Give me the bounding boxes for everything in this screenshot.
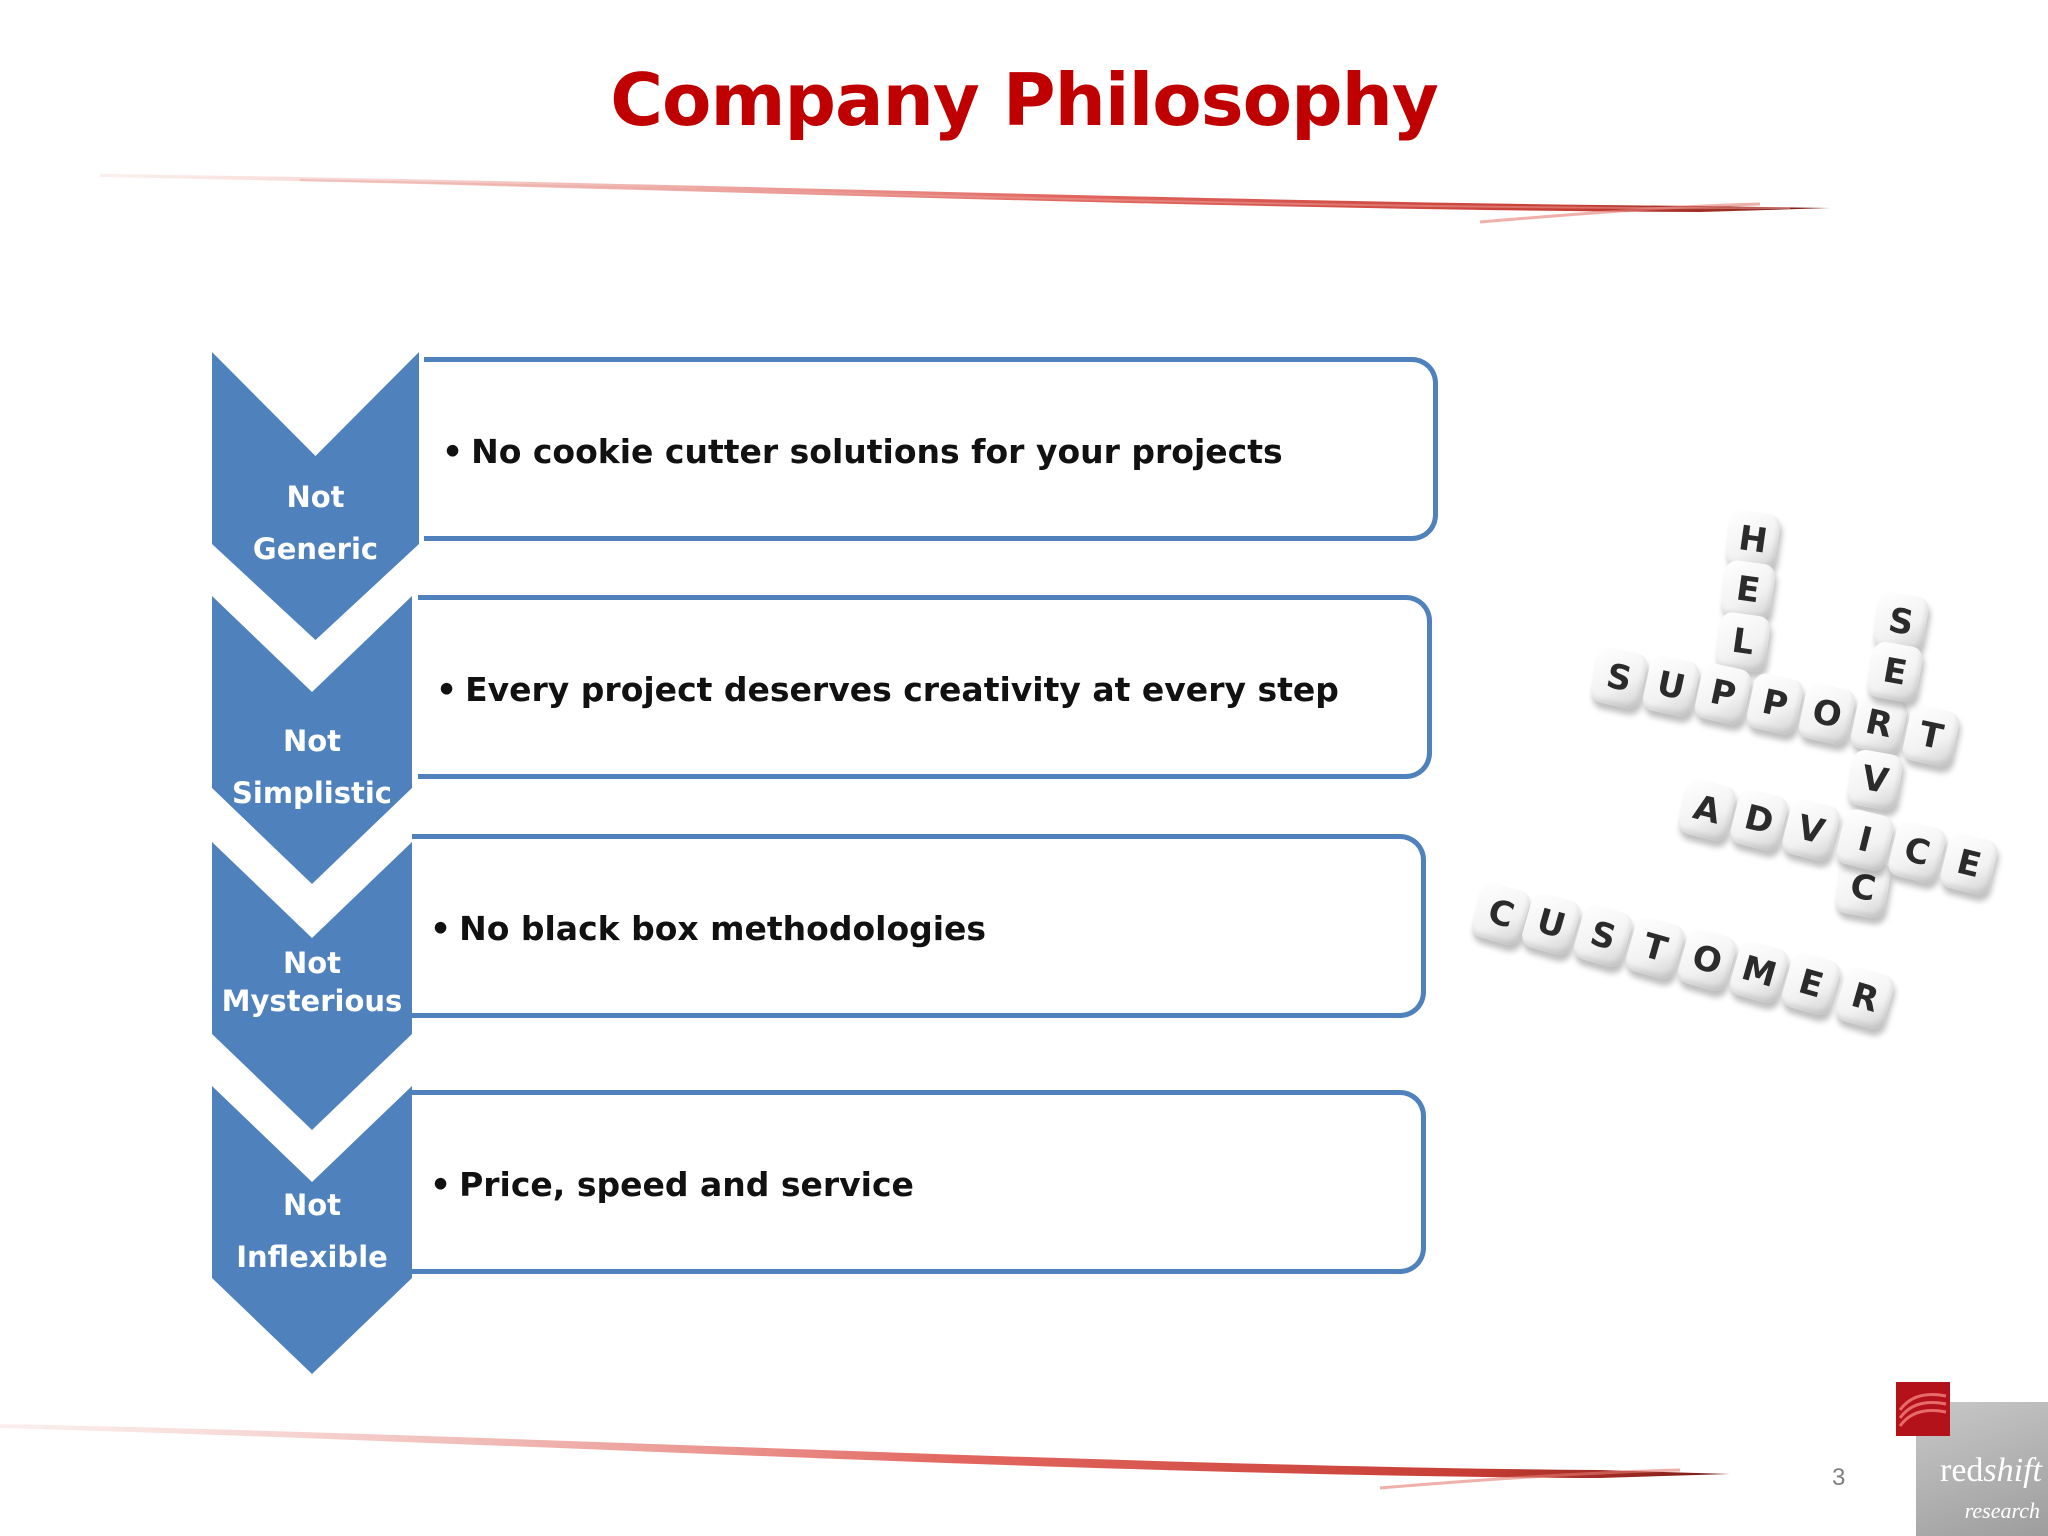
chevron-label-line2: Mysterious bbox=[221, 984, 403, 1018]
customer-service-dice-image: H E L S U P P O R T S E V C A D V I C E … bbox=[1430, 490, 2030, 1110]
chevron-not-generic: Not Generic bbox=[212, 352, 419, 640]
dice-letter: V bbox=[1845, 748, 1905, 812]
chevron-label-line1: Not bbox=[286, 480, 345, 514]
list-item-text: •Every project deserves creativity at ev… bbox=[436, 670, 1339, 709]
page-number: 3 bbox=[1832, 1464, 1846, 1491]
chevron-label-line2: Simplistic bbox=[232, 776, 392, 810]
dice-letter: A bbox=[1675, 776, 1739, 844]
dice-letter: L bbox=[1714, 610, 1772, 674]
dice-letter: U bbox=[1640, 653, 1702, 719]
dice-letter: S bbox=[1588, 645, 1650, 711]
logo-wave-icon bbox=[1898, 1393, 1947, 1427]
list-item-panel: •No cookie cutter solutions for your pro… bbox=[424, 357, 1438, 541]
logo-red-square bbox=[1896, 1382, 1950, 1436]
list-item-panel: •No black box methodologies bbox=[412, 834, 1426, 1018]
logo-subtext: research bbox=[1964, 1498, 2040, 1523]
list-item-text: •No cookie cutter solutions for your pro… bbox=[442, 432, 1283, 471]
dice-letter: E bbox=[1865, 640, 1925, 704]
chevron-not-simplistic: Not Simplistic bbox=[212, 596, 412, 884]
chevron-label-line1: Not bbox=[282, 946, 342, 980]
dice-letter: I bbox=[1833, 806, 1897, 874]
top-swoosh-decoration bbox=[100, 174, 1830, 224]
redshift-research-logo: redshift research bbox=[1896, 1382, 2048, 1536]
list-item-panel: •Price, speed and service bbox=[412, 1090, 1426, 1274]
dice-letter: P bbox=[1744, 671, 1806, 737]
list-item-text: •No black box methodologies bbox=[430, 909, 987, 948]
dice-letter: V bbox=[1779, 796, 1843, 864]
dice-letter: D bbox=[1727, 786, 1791, 854]
bottom-swoosh-decoration bbox=[0, 1424, 1730, 1490]
list-item-text: •Price, speed and service bbox=[430, 1165, 914, 1204]
dice-letter: T bbox=[1900, 703, 1962, 769]
chevron-not-mysterious: Not Mysterious bbox=[212, 842, 412, 1130]
dice-letter: E bbox=[1779, 950, 1843, 1018]
logo-text: redshift bbox=[1940, 1452, 2042, 1489]
dice-letter: P bbox=[1692, 661, 1754, 727]
dice-letter: E bbox=[1937, 830, 2001, 898]
chevron-label-line2: Generic bbox=[252, 532, 379, 566]
dice-letter: C bbox=[1885, 818, 1949, 886]
dice-letter: R bbox=[1833, 964, 1897, 1032]
dice-letter: O bbox=[1796, 681, 1858, 747]
page-title: Company Philosophy bbox=[610, 58, 1439, 142]
chevron-label-line1: Not bbox=[282, 1188, 342, 1222]
list-item-panel: •Every project deserves creativity at ev… bbox=[418, 595, 1432, 779]
chevron-label-line1: Not bbox=[282, 724, 342, 758]
chevron-label-line2: Inflexible bbox=[236, 1240, 388, 1274]
